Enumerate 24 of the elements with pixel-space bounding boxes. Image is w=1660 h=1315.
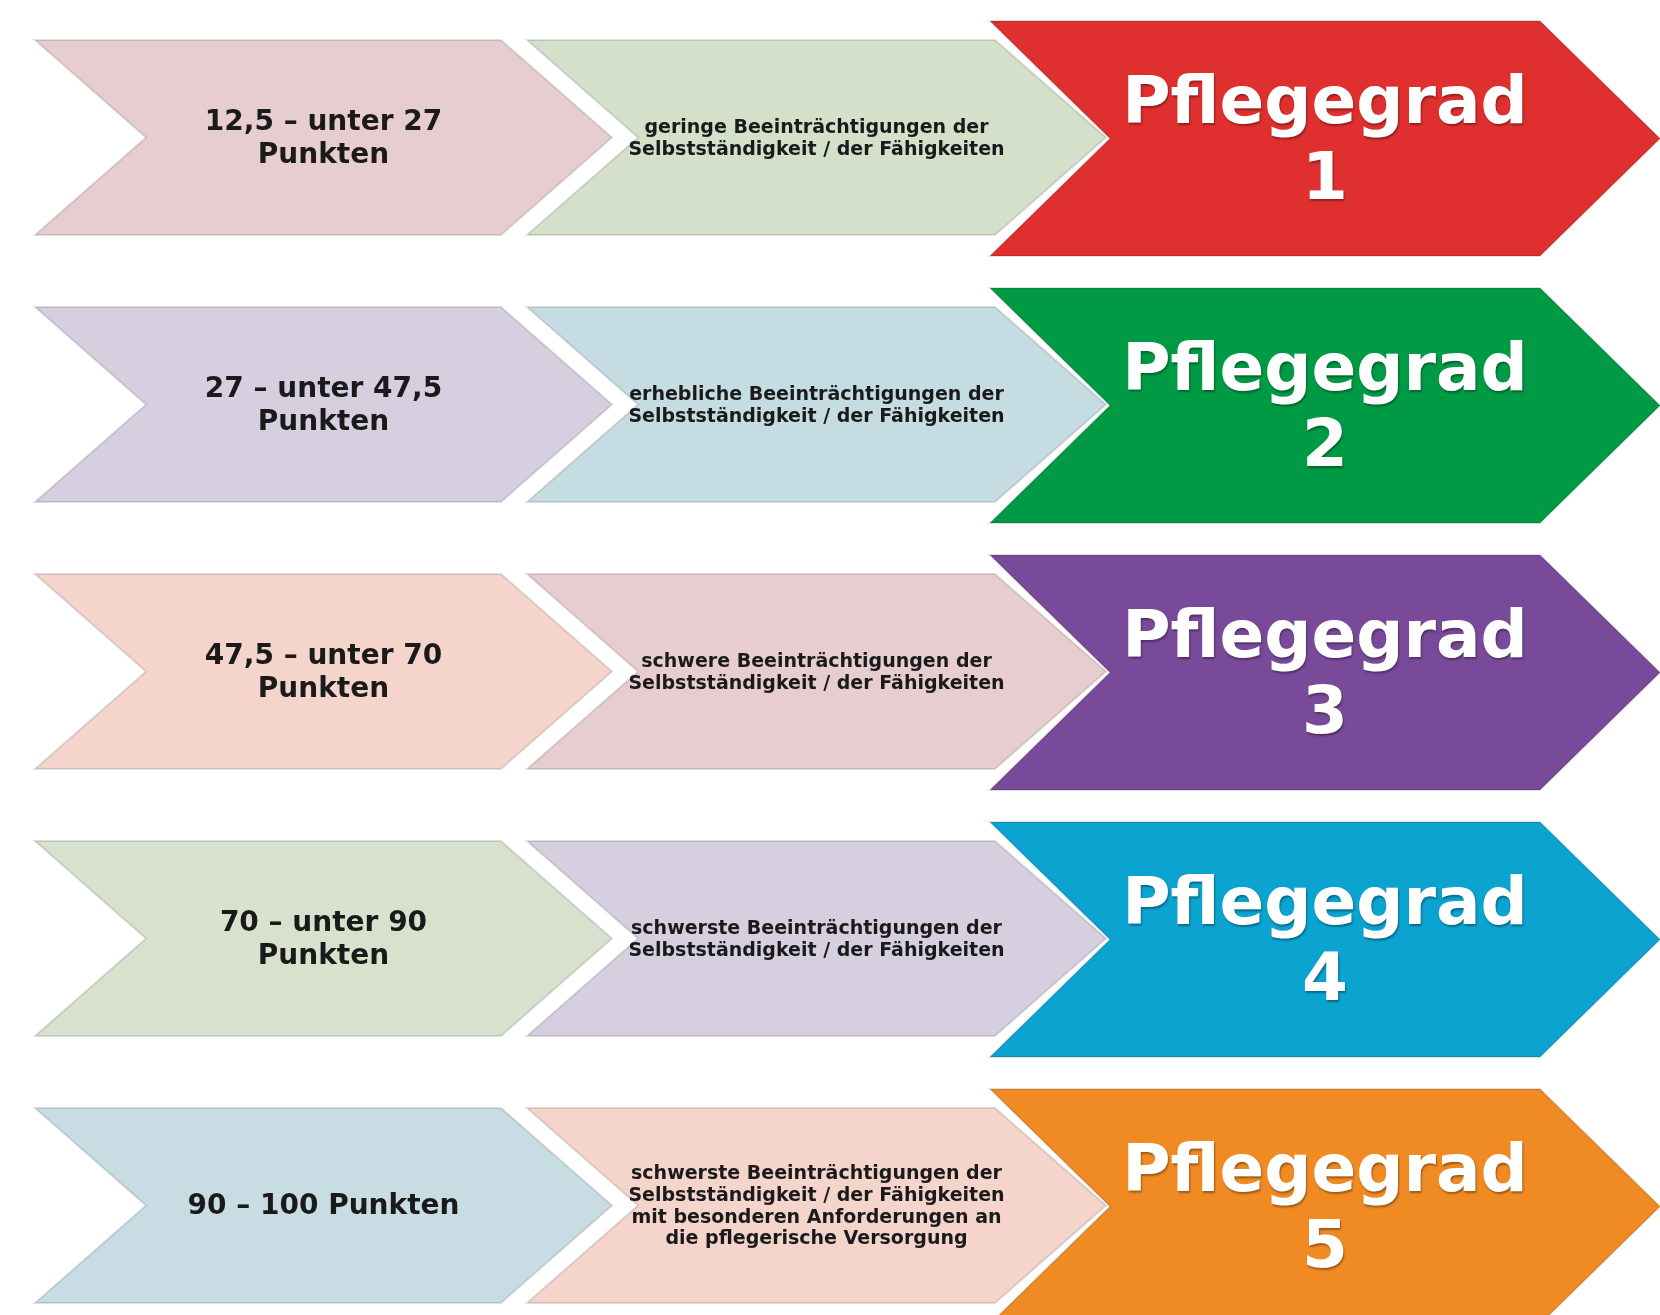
- description-text: schwerste Beeinträchtigungen der Selbstständigkeit / der Fähigkeiten mit besonderen Anforderungen an die pflegerische Versorgung: [627, 1161, 1006, 1250]
- chevron-banner: [35, 40, 612, 235]
- description-text: erhebliche Beeinträchtigungen der Selbstständigkeit / der Fähigkeiten: [627, 382, 1006, 427]
- care-level-text: Pflegegrad 1: [1122, 62, 1528, 215]
- chevron-banner: [35, 307, 612, 502]
- chevron-banner: [35, 574, 612, 769]
- chevron-banner: [35, 1108, 612, 1303]
- care-level-text: Pflegegrad 4: [1122, 863, 1528, 1016]
- description-text: schwere Beeinträchtigungen der Selbstständigkeit / der Fähigkeiten: [627, 649, 1006, 694]
- description-text: geringe Beeinträchtigungen der Selbstständigkeit / der Fähigkeiten: [627, 115, 1006, 160]
- care-level-text: Pflegegrad 5: [1122, 1130, 1528, 1283]
- points-range-text: 70 – unter 90 Punkten: [218, 906, 429, 971]
- care-level-text: Pflegegrad 2: [1122, 329, 1528, 482]
- chevron-banner: [527, 307, 1106, 502]
- points-range-text: 90 – 100 Punkten: [187, 1189, 460, 1222]
- chevron-banner: [527, 574, 1106, 769]
- points-range-text: 47,5 – unter 70 Punkten: [203, 639, 444, 704]
- chevron-banner: [527, 40, 1106, 235]
- points-range-text: 27 – unter 47,5 Punkten: [203, 372, 444, 437]
- description-text: schwerste Beeinträchtigungen der Selbstständigkeit / der Fähigkeiten: [627, 916, 1006, 961]
- chevron-banner: [35, 841, 612, 1036]
- care-level-text: Pflegegrad 3: [1122, 596, 1528, 749]
- chevron-banner: [527, 841, 1106, 1036]
- points-range-text: 12,5 – unter 27 Punkten: [203, 105, 444, 170]
